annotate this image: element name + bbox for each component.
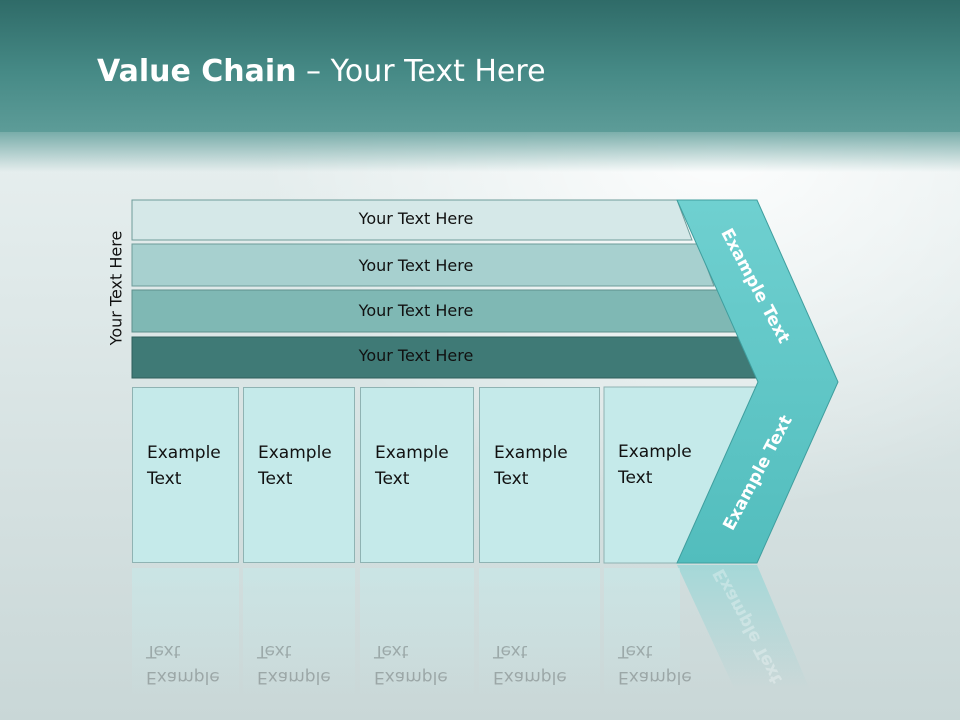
cell-4-reflection-line1: Example: [493, 667, 567, 687]
cell-2-reflection-line2: Text: [257, 641, 292, 661]
cell-3-reflection: Example Text: [360, 568, 474, 698]
cell-3-reflection-line2: Text: [374, 641, 409, 661]
band-label-1: Your Text Here: [358, 209, 474, 228]
cell-4-reflection-text: Example Text: [493, 638, 567, 690]
title-bar-fade: [0, 132, 960, 172]
cell-1-reflection-line1: Example: [146, 667, 220, 687]
slide-title: Value Chain – Your Text Here: [97, 54, 546, 89]
cell-2-reflection-text: Example Text: [257, 638, 331, 690]
cell-5-reflection: Example Text: [604, 568, 692, 698]
cell-1-line2: Text: [147, 469, 182, 489]
cell-5-reflection-line1: Example: [618, 667, 692, 687]
slide-title-bold: Value Chain: [97, 54, 297, 89]
band-label-4: Your Text Here: [358, 346, 474, 365]
band-label-2: Your Text Here: [358, 256, 474, 275]
cell-2-line1: Example: [258, 443, 332, 463]
cell-2-reflection-line1: Example: [257, 667, 331, 687]
cell-1-reflection-text: Example Text: [146, 638, 220, 690]
cell-4-line2: Text: [494, 469, 529, 489]
slide-title-rest: – Your Text Here: [296, 54, 546, 89]
cell-3-reflection-text: Example Text: [374, 638, 448, 690]
cell-2-reflection: Example Text: [243, 568, 355, 698]
cell-5-line1: Example: [618, 442, 692, 462]
cell-3-line1: Example: [375, 443, 449, 463]
cell-1-reflection-line2: Text: [146, 641, 181, 661]
cell-5-reflection-line2: Text: [618, 641, 653, 661]
cell-5-line2: Text: [618, 468, 653, 488]
chevron-arrow: [676, 199, 839, 564]
cell-1-reflection: Example Text: [132, 568, 239, 698]
cell-3-reflection-line1: Example: [374, 667, 448, 687]
cell-5-reflection-text: Example Text: [618, 638, 692, 690]
cell-4-line1: Example: [494, 443, 568, 463]
cell-4-reflection: Example Text: [479, 568, 600, 698]
band-shape-2: [131, 243, 715, 287]
chevron-reflection: [677, 565, 810, 690]
band-label-3: Your Text Here: [358, 301, 474, 320]
cell-2-line2: Text: [258, 469, 293, 489]
cell-1-line1: Example: [147, 443, 221, 463]
cell-4-reflection-line2: Text: [493, 641, 528, 661]
band-shape-1: [131, 199, 693, 241]
title-bar: [0, 0, 960, 132]
cell-3-line2: Text: [375, 469, 410, 489]
